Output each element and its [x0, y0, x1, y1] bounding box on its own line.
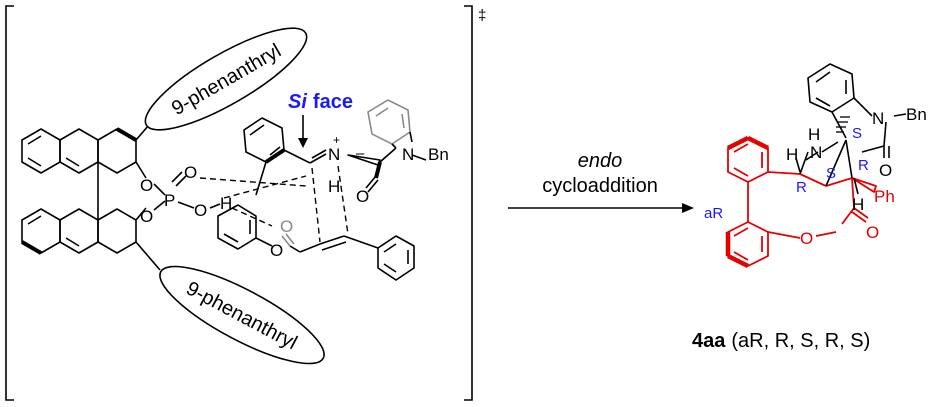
catalyst-o-phosphoryl: O	[184, 163, 197, 182]
product-red-framework	[725, 135, 877, 269]
imine-plus: +	[333, 133, 340, 147]
ylide-minus: –	[356, 145, 365, 162]
face-word: face	[313, 91, 353, 113]
ts-dashed-bonds	[199, 165, 349, 243]
catalyst-o-bottom: O	[140, 207, 153, 226]
condition-cycloaddition: cycloaddition	[542, 175, 658, 197]
catalyst-o-hydroxyl: O	[194, 201, 207, 220]
catalyst-backbone	[20, 117, 221, 271]
catalyst-o-top: O	[140, 176, 153, 195]
upper-phenanthryl-group: 9-phenanthryl	[144, 27, 308, 131]
oxindole-n: N	[402, 145, 414, 164]
catalyst-phosphorus: P	[164, 191, 175, 210]
oxindole-ghost-ring	[367, 99, 413, 149]
product-ring-o: O	[800, 229, 813, 248]
lactone-ring-o: O	[270, 241, 283, 260]
lactone-carbonyl-o: O	[280, 217, 293, 236]
si-face-arrow	[298, 115, 308, 148]
product-nh-n: N	[810, 143, 822, 162]
compound-label: 4aa(aR, R, S, R, S)	[692, 330, 870, 352]
product-black-framework	[805, 63, 907, 161]
ts-substrates	[217, 117, 427, 281]
stereo-r-left: R	[796, 179, 807, 196]
stereo-s-spiro: S	[852, 125, 862, 142]
compound-descriptor: (aR, R, S, R, S)	[731, 330, 870, 352]
ts-brackets	[5, 5, 473, 401]
product-carbonyl-o: O	[866, 223, 879, 242]
product-h-left: H	[786, 145, 798, 164]
stereo-s-mid: S	[826, 165, 836, 182]
product-h-bonds	[795, 157, 859, 195]
product-oxindole-n: N	[872, 109, 884, 128]
compound-number: 4aa	[692, 330, 726, 352]
product-hash-bond	[836, 116, 850, 133]
product-pyrrolidine	[799, 139, 853, 187]
stereo-r-right: R	[858, 157, 869, 174]
dagger-symbol: ‡	[478, 7, 486, 24]
reaction-arrow	[508, 203, 694, 213]
si-italic: Si	[288, 91, 307, 113]
product-h-right: H	[852, 195, 864, 214]
product-oxindole-o: O	[879, 161, 892, 180]
oxindole-o: O	[356, 187, 369, 206]
imine-h: H	[328, 177, 340, 196]
product-ph: Ph	[874, 187, 895, 206]
stereo-axial-ar: aR	[704, 205, 723, 222]
catalyst-h-hydroxyl: H	[220, 194, 232, 213]
product-bn: Bn	[906, 105, 927, 124]
oxindole-bn: Bn	[428, 145, 449, 164]
imine-n: N	[328, 145, 340, 164]
lactone-ghost-carbonyl	[281, 233, 295, 247]
product-nh-h: H	[808, 125, 820, 144]
condition-endo: endo	[578, 150, 623, 172]
lower-phenanthryl-group: 9-phenanthryl	[159, 265, 325, 365]
